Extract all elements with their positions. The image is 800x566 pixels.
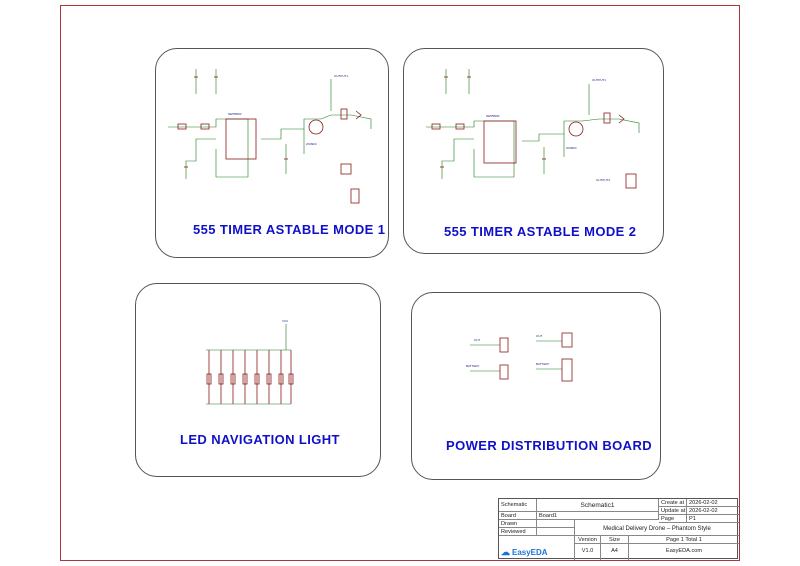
logo-cell xyxy=(499,536,575,560)
schematic-value: Schematic1 xyxy=(537,499,659,512)
svg-text:BATTERY: BATTERY xyxy=(536,362,550,366)
svg-text:OUTPUT2: OUTPUT2 xyxy=(596,178,610,182)
panel-title: POWER DISTRIBUTION BOARD xyxy=(446,438,653,453)
svg-text:NE555DR: NE555DR xyxy=(228,112,242,116)
circuit-555-mode2: NE555DR 2N3904 OUTPUT1 OUTPUT2 xyxy=(426,69,640,189)
site-url: EasyEDA.com xyxy=(665,548,703,554)
drawing-title: Medical Delivery Drone – Phantom Style xyxy=(575,523,739,536)
logo-text: EasyEDA xyxy=(512,547,548,557)
svg-text:2N3904: 2N3904 xyxy=(566,146,577,150)
board-value: Board1 xyxy=(537,512,659,520)
update-label: Update at xyxy=(659,507,687,515)
panel-title: 555 TIMER ASTABLE MODE 1 xyxy=(193,222,386,237)
board-label: Board xyxy=(499,512,537,520)
sheet-border xyxy=(60,5,740,561)
circuit-power-distribution: OUT BATTERY OUT BATTERY xyxy=(466,332,573,382)
version-label: Version xyxy=(575,536,601,544)
svg-text:2N3904: 2N3904 xyxy=(306,142,317,146)
panel-555-mode1[interactable]: NE555DR 2N3904 OUTPUT1 555 TIMER ASTABLE… xyxy=(155,48,389,258)
svg-text:BATTERY: BATTERY xyxy=(466,364,480,368)
panel-title: LED NAVIGATION LIGHT xyxy=(180,432,340,447)
create-value: 2026-02-02 xyxy=(687,499,739,507)
page-label: Page xyxy=(659,515,687,523)
reviewed-label: Reviewed xyxy=(499,528,537,536)
cloud-icon: ☁ xyxy=(501,546,510,557)
svg-text:OUTPUT1: OUTPUT1 xyxy=(334,74,348,78)
circuit-led-navigation: VCC xyxy=(206,319,294,405)
create-label: Create at xyxy=(659,499,687,507)
svg-text:OUTPUT1: OUTPUT1 xyxy=(592,78,606,82)
update-value: 2026-02-02 xyxy=(687,507,739,515)
drawn-value xyxy=(537,520,575,528)
svg-text:VCC: VCC xyxy=(282,319,289,323)
easyeda-logo: ☁ EasyEDA xyxy=(501,546,571,558)
circuit-555-mode1: NE555DR 2N3904 OUTPUT1 xyxy=(168,69,372,204)
panel-555-mode2[interactable]: NE555DR 2N3904 OUTPUT1 OUTPUT2 555 TIMER… xyxy=(403,48,664,254)
version-value: V1.0 xyxy=(575,544,601,560)
page-value: P1 xyxy=(687,515,739,523)
size-label: Size xyxy=(601,536,629,544)
size-value: A4 xyxy=(601,544,629,560)
drawn-label: Drawn xyxy=(499,520,537,528)
panel-led-navigation[interactable]: VCC LED NAVIGATION LIGHT xyxy=(135,283,381,477)
reviewed-value xyxy=(537,528,575,536)
svg-text:OUT: OUT xyxy=(474,338,481,342)
svg-text:NE555DR: NE555DR xyxy=(486,114,500,118)
panel-title: 555 TIMER ASTABLE MODE 2 xyxy=(444,224,637,239)
page-total: Page 1 Total 1 xyxy=(629,536,739,544)
svg-text:OUT: OUT xyxy=(536,334,543,338)
schematic-label: Schematic xyxy=(499,499,537,512)
panel-power-distribution[interactable]: OUT BATTERY OUT BATTERY POWER DISTRIBUTI… xyxy=(411,292,661,480)
title-block: Schematic Schematic1 Create at 2026-02-0… xyxy=(498,498,739,560)
